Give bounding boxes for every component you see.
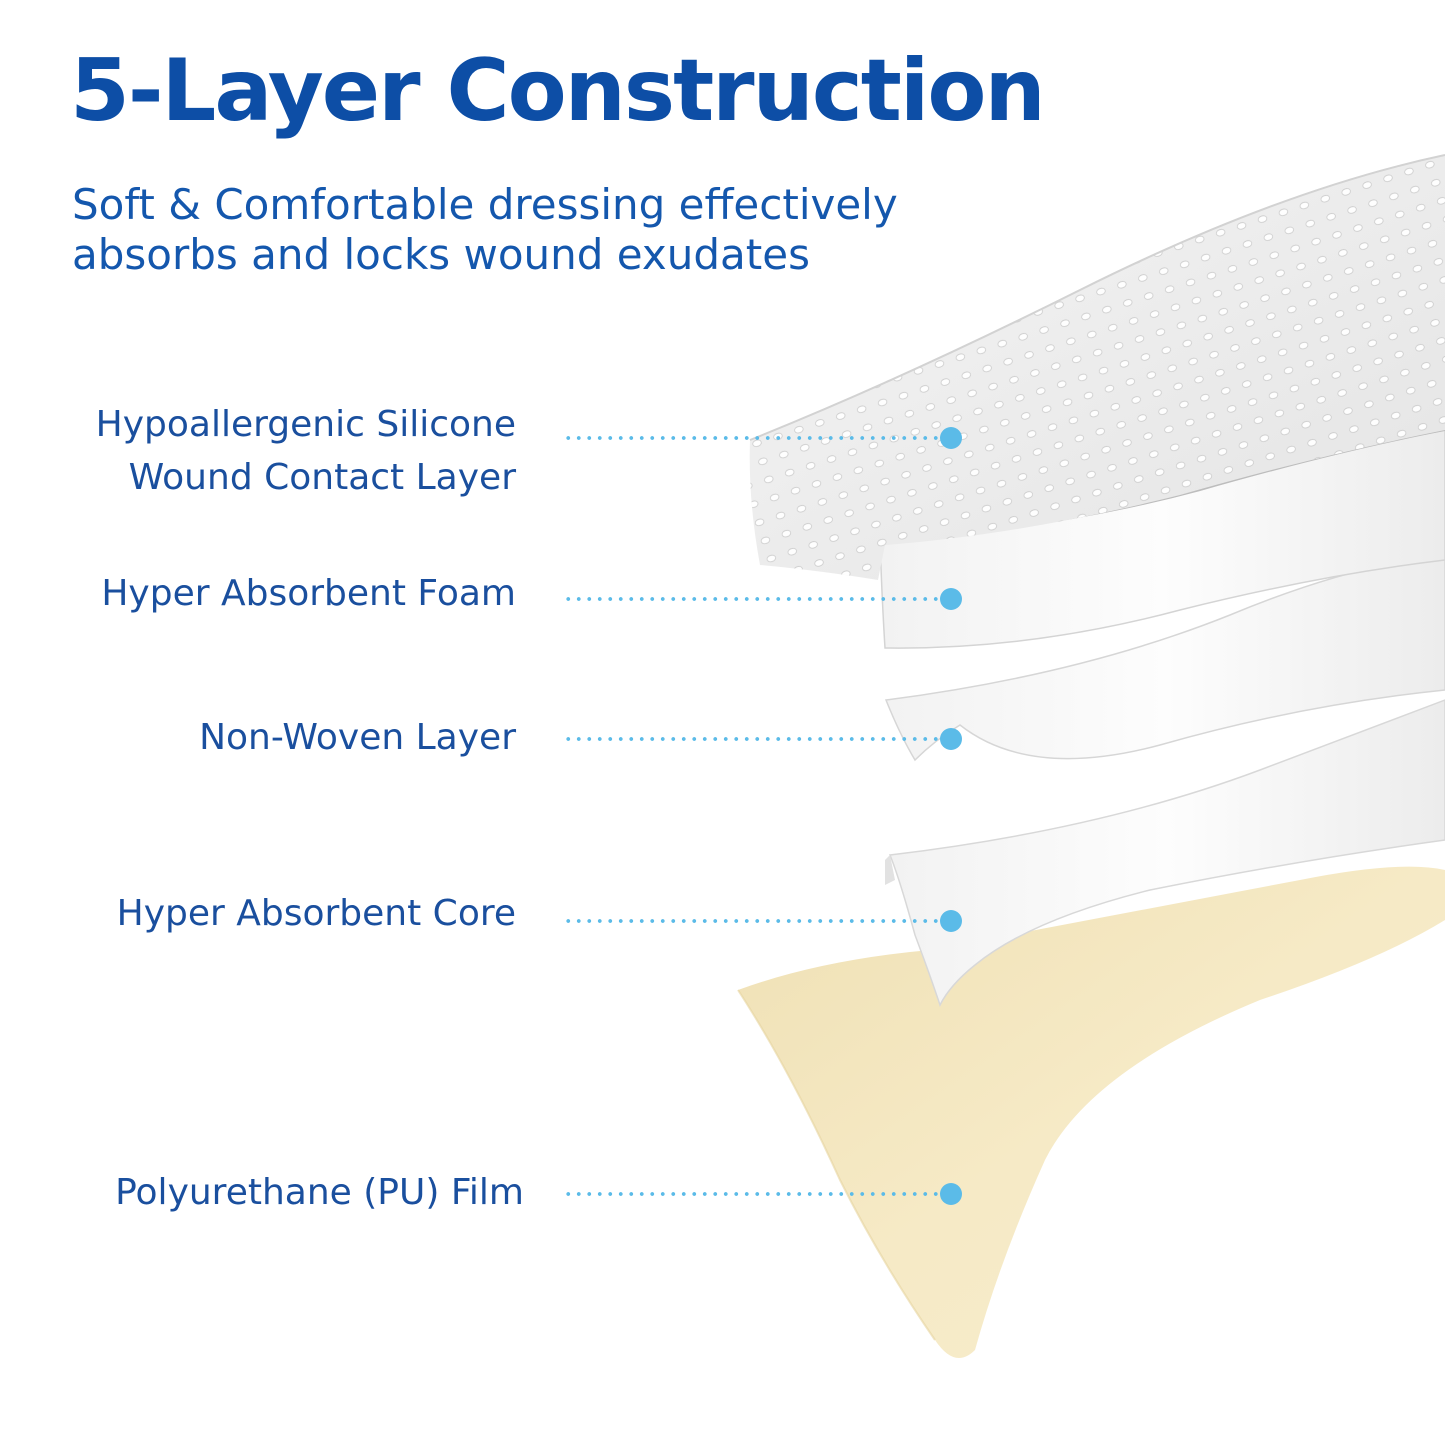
leader-foam-layer [563, 587, 963, 611]
pointer-dot-icon [940, 1183, 962, 1205]
label-foam-line-1: Hyper Absorbent Foam [101, 573, 516, 614]
subtitle-line-1: Soft & Comfortable dressing effectively [72, 180, 898, 229]
pu-film-layer [737, 866, 1445, 1358]
label-silicone-line-1: Hypoallergenic Silicone [95, 404, 516, 445]
dotted-line [563, 597, 941, 601]
label-core-line-1: Hyper Absorbent Core [116, 893, 516, 934]
pointer-dot-icon [940, 588, 962, 610]
label-silicone-layer: Hypoallergenic Silicone Wound Contact La… [96, 398, 516, 504]
pointer-dot-icon [940, 427, 962, 449]
dotted-line [563, 919, 941, 923]
pointer-dot-icon [940, 728, 962, 750]
silicone-contact-layer [749, 154, 1445, 580]
label-pu-film-line-1: Polyurethane (PU) Film [115, 1172, 524, 1213]
leader-silicone-layer [563, 426, 963, 450]
leader-pu-film-layer [563, 1182, 963, 1206]
leader-non-woven-layer [563, 727, 963, 751]
label-silicone-line-2: Wound Contact Layer [128, 457, 516, 498]
dotted-line [563, 1192, 941, 1196]
subtitle-line-2: absorbs and locks wound exudates [72, 230, 810, 279]
page-title: 5-Layer Construction [70, 41, 1046, 141]
leader-core-layer [563, 909, 963, 933]
absorbent-core-layer [885, 699, 1445, 1007]
label-non-woven-line-1: Non-Woven Layer [199, 717, 516, 758]
label-pu-film-layer: Polyurethane (PU) Film [115, 1166, 524, 1219]
page-subtitle: Soft & Comfortable dressing effectively … [72, 180, 1012, 280]
label-foam-layer: Hyper Absorbent Foam [101, 567, 516, 620]
dotted-line [563, 436, 941, 440]
label-core-layer: Hyper Absorbent Core [117, 887, 516, 940]
dotted-line [563, 737, 941, 741]
label-non-woven-layer: Non-Woven Layer [199, 711, 516, 764]
pointer-dot-icon [940, 910, 962, 932]
